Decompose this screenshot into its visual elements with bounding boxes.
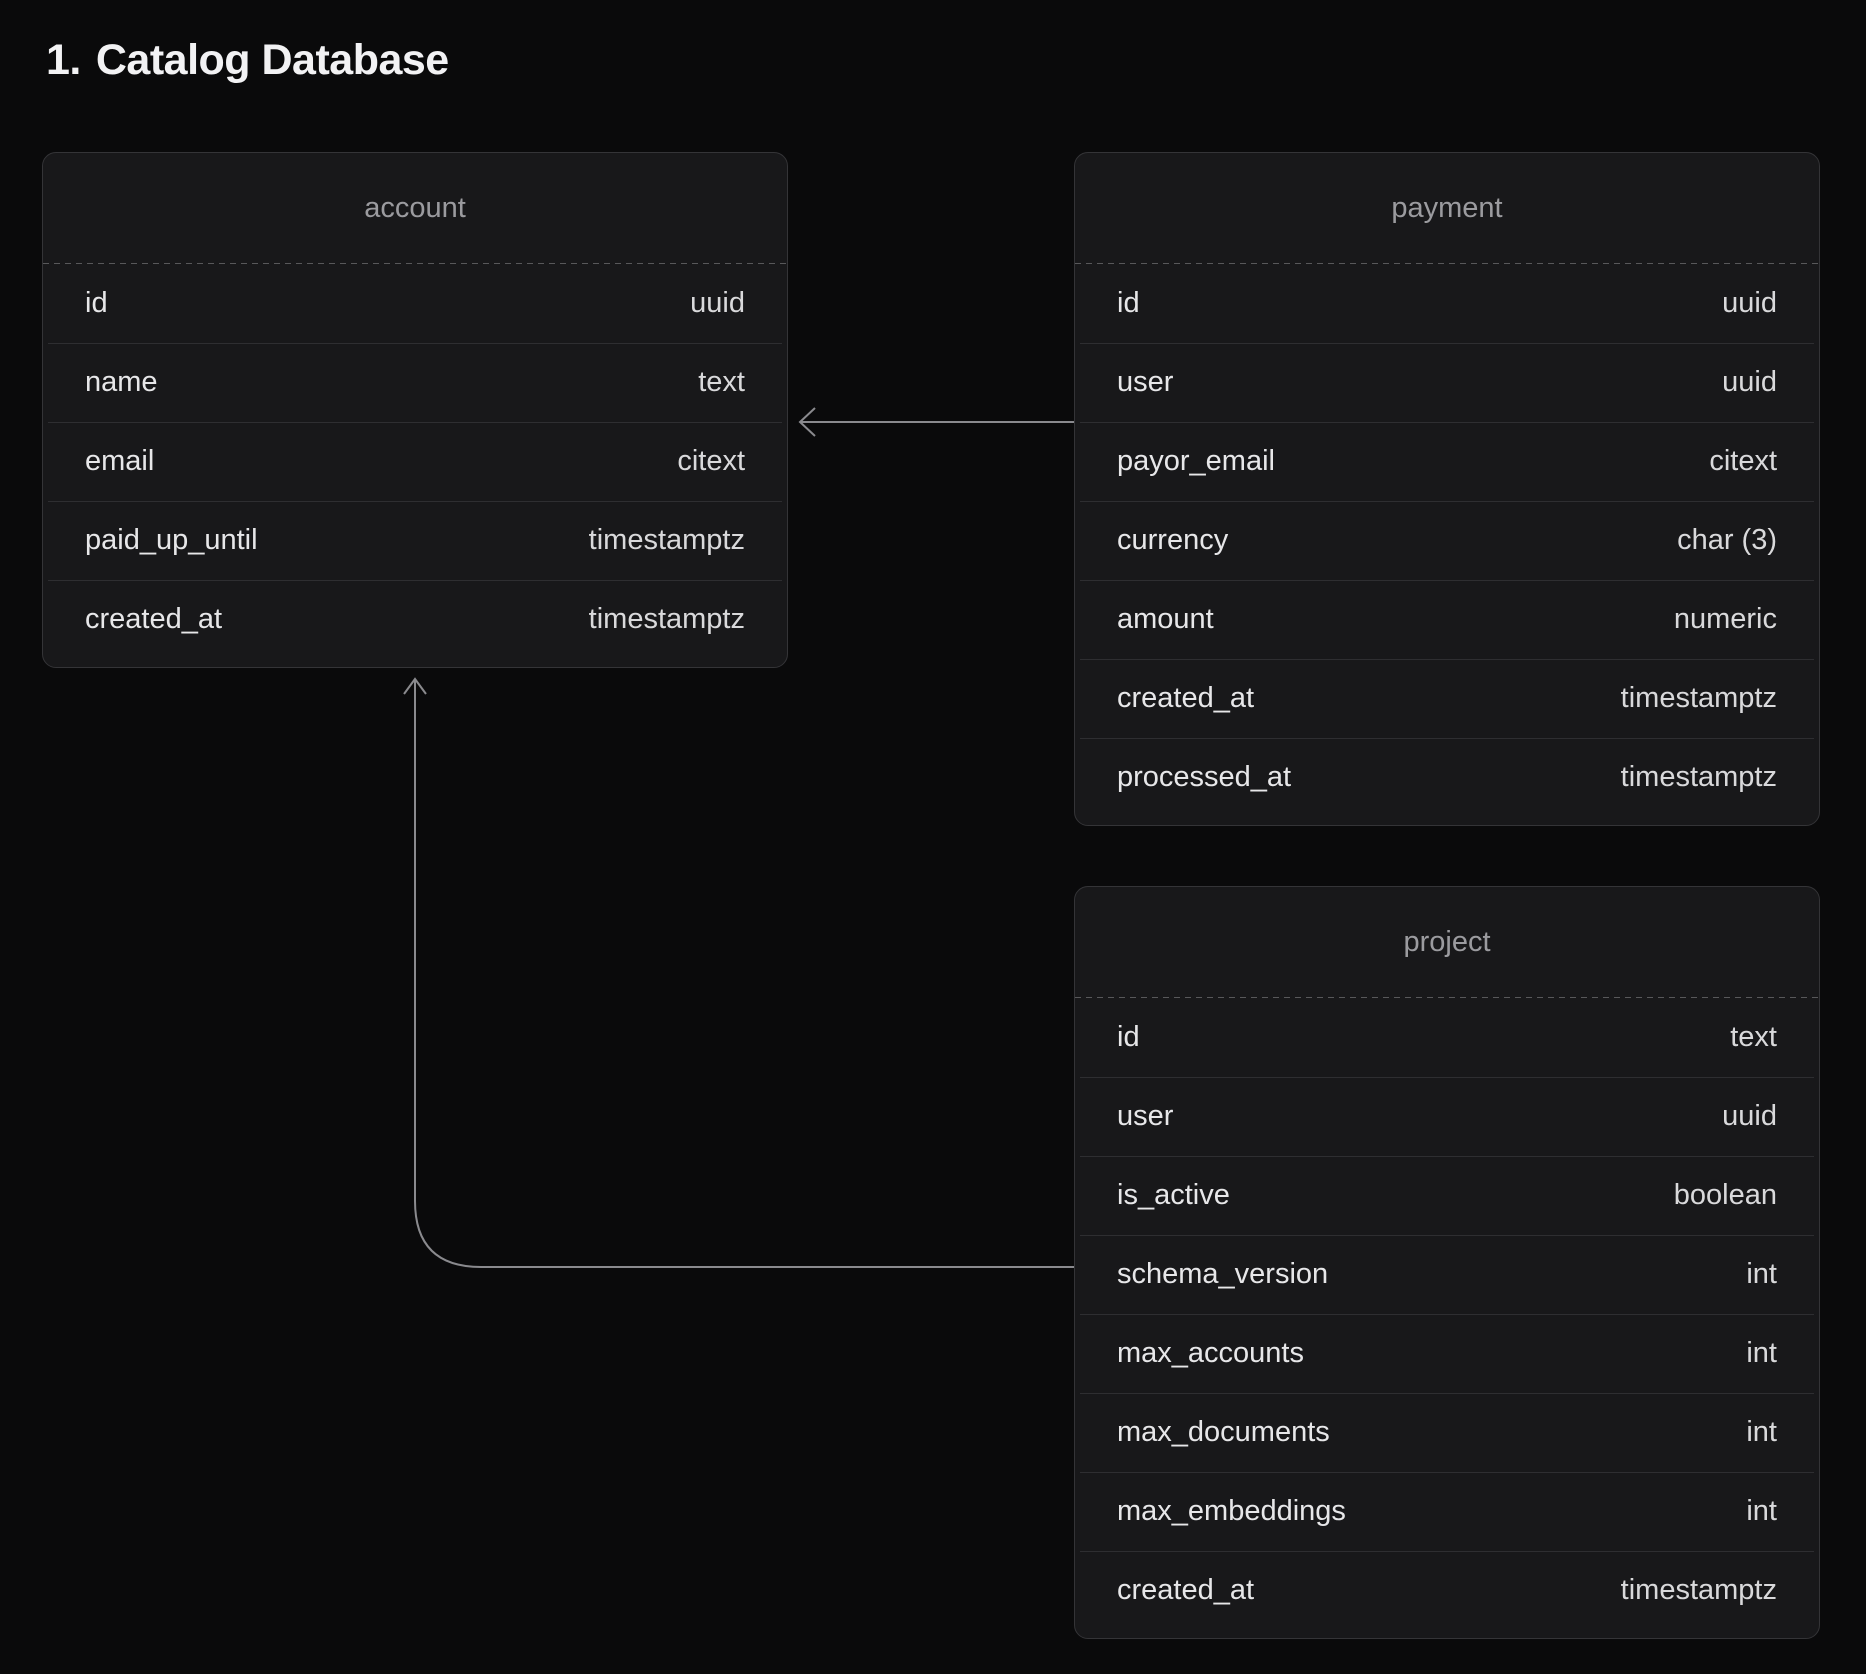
page-title-marker: 1. xyxy=(46,36,81,84)
column-name: id xyxy=(85,287,108,319)
column-row: user uuid xyxy=(1075,343,1819,422)
column-row: created_at timestamptz xyxy=(43,580,787,659)
column-type: citext xyxy=(1709,445,1777,477)
column-row: created_at timestamptz xyxy=(1075,1551,1819,1630)
table-title: project xyxy=(1403,925,1491,958)
column-row: payor_email citext xyxy=(1075,422,1819,501)
column-row: max_embeddings int xyxy=(1075,1472,1819,1551)
table-node-payment[interactable]: payment id uuid user uuid payor_email ci… xyxy=(1074,152,1820,826)
column-name: created_at xyxy=(1117,682,1255,714)
column-name: paid_up_until xyxy=(85,524,258,556)
column-name: user xyxy=(1117,1100,1174,1132)
column-name: created_at xyxy=(85,603,223,635)
column-type: timestamptz xyxy=(588,524,745,556)
header-divider xyxy=(43,263,787,264)
column-row: created_at timestamptz xyxy=(1075,659,1819,738)
column-type: uuid xyxy=(1722,287,1777,319)
column-name: currency xyxy=(1117,524,1229,556)
table-node-account[interactable]: account id uuid name text email citext p… xyxy=(42,152,788,668)
column-type: text xyxy=(1730,1021,1777,1053)
column-name: schema_version xyxy=(1117,1258,1329,1290)
arrowhead-left-icon xyxy=(798,407,816,437)
column-name: max_documents xyxy=(1117,1416,1330,1448)
column-name: id xyxy=(1117,1021,1140,1053)
table-node-project[interactable]: project id text user uuid is_active bool… xyxy=(1074,886,1820,1639)
column-type: timestamptz xyxy=(588,603,745,635)
column-type: int xyxy=(1746,1258,1777,1290)
column-type: timestamptz xyxy=(1620,761,1777,793)
column-type: timestamptz xyxy=(1620,1574,1777,1606)
column-type: boolean xyxy=(1673,1179,1777,1211)
column-type: char (3) xyxy=(1677,524,1777,556)
relation-project-to-account xyxy=(403,677,1074,1268)
column-type: text xyxy=(698,366,745,398)
column-name: created_at xyxy=(1117,1574,1255,1606)
column-row: id text xyxy=(1075,998,1819,1077)
column-name: user xyxy=(1117,366,1174,398)
column-row: max_accounts int xyxy=(1075,1314,1819,1393)
column-type: uuid xyxy=(1722,1100,1777,1132)
column-row: is_active boolean xyxy=(1075,1156,1819,1235)
table-title: payment xyxy=(1391,191,1503,224)
column-row: currency char (3) xyxy=(1075,501,1819,580)
column-type: int xyxy=(1746,1416,1777,1448)
column-name: email xyxy=(85,445,155,477)
column-name: max_embeddings xyxy=(1117,1495,1346,1527)
column-row: processed_at timestamptz xyxy=(1075,738,1819,817)
table-title: account xyxy=(364,191,466,224)
column-row: id uuid xyxy=(43,264,787,343)
column-type: timestamptz xyxy=(1620,682,1777,714)
page-title: 1. Catalog Database xyxy=(46,36,449,85)
column-type: numeric xyxy=(1673,603,1777,635)
column-type: uuid xyxy=(690,287,745,319)
column-name: processed_at xyxy=(1117,761,1292,793)
column-type: citext xyxy=(677,445,745,477)
page-title-text: Catalog Database xyxy=(95,36,449,84)
column-row: schema_version int xyxy=(1075,1235,1819,1314)
column-name: name xyxy=(85,366,158,398)
column-name: amount xyxy=(1117,603,1214,635)
column-type: uuid xyxy=(1722,366,1777,398)
column-type: int xyxy=(1746,1337,1777,1369)
column-name: max_accounts xyxy=(1117,1337,1304,1369)
column-row: paid_up_until timestamptz xyxy=(43,501,787,580)
column-name: id xyxy=(1117,287,1140,319)
header-divider xyxy=(1075,263,1819,264)
column-row: amount numeric xyxy=(1075,580,1819,659)
arrowhead-up-icon xyxy=(403,677,427,695)
column-name: is_active xyxy=(1117,1179,1230,1211)
column-name: payor_email xyxy=(1117,445,1275,477)
column-row: max_documents int xyxy=(1075,1393,1819,1472)
column-row: name text xyxy=(43,343,787,422)
column-row: email citext xyxy=(43,422,787,501)
column-row: id uuid xyxy=(1075,264,1819,343)
relation-payment-to-account xyxy=(798,407,1074,437)
column-row: user uuid xyxy=(1075,1077,1819,1156)
column-type: int xyxy=(1746,1495,1777,1527)
header-divider xyxy=(1075,997,1819,998)
